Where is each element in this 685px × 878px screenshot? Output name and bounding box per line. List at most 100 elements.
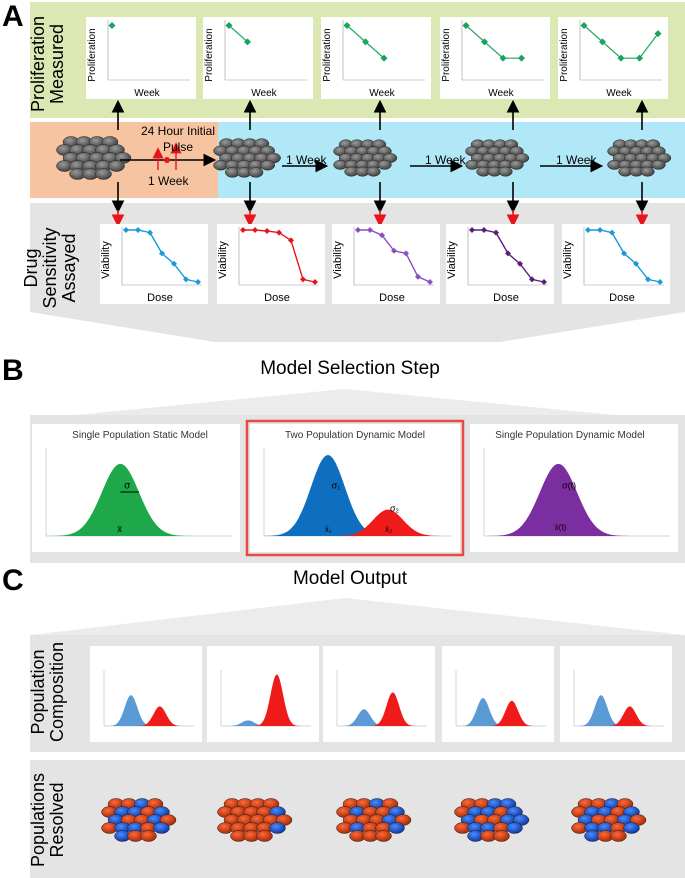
viability-point (300, 276, 306, 283)
density-curve (104, 695, 194, 726)
density-curve (484, 463, 670, 536)
cell-cluster-2 (213, 138, 281, 178)
composition-chart-3 (323, 646, 435, 742)
density-curve (104, 706, 194, 726)
composition-chart-4 (442, 646, 554, 742)
proliferation-point (225, 21, 233, 29)
proliferation-chart-4 (440, 17, 550, 99)
viability-point (159, 250, 165, 257)
density-curve (221, 674, 311, 726)
composition-chart-5 (560, 646, 672, 742)
cell-cluster-5 (607, 139, 672, 177)
viability-chart-2 (217, 224, 325, 304)
cell (269, 822, 286, 834)
viability-ylabel: Viability (562, 241, 574, 279)
cell (388, 822, 405, 834)
proliferation-point (481, 38, 488, 46)
cell (95, 168, 112, 180)
viability-point (367, 227, 373, 233)
cell (498, 166, 513, 177)
cell (108, 160, 125, 172)
cell (506, 822, 523, 834)
density-curve (264, 509, 452, 536)
density-curve (46, 463, 232, 536)
cell (256, 830, 273, 842)
viability-point (633, 260, 639, 267)
viability-point (379, 232, 385, 239)
viability-ylabel: Viability (446, 241, 458, 279)
resolved-cluster-1 (101, 798, 177, 842)
viability-point (195, 279, 201, 285)
proliferation-point (362, 38, 369, 46)
pulse-label: 24 Hour Initial Pulse (140, 124, 216, 154)
proliferation-point (343, 21, 351, 29)
cell (509, 159, 524, 170)
viability-point (621, 250, 627, 257)
week-label-3: 1 Week (556, 153, 597, 167)
week-label-1: 1 Week (286, 153, 327, 167)
viability-ylabel: Viability (332, 241, 344, 279)
viability-point (529, 276, 535, 283)
week-label-2: 1 Week (425, 153, 466, 167)
cell (377, 159, 392, 170)
viability-point (403, 250, 409, 257)
density-curve (574, 695, 664, 726)
proliferation-point (636, 54, 643, 62)
model-selection-funnel (75, 389, 615, 415)
viability-xlabel: Dose (264, 292, 290, 304)
resolved-cluster-4 (454, 798, 530, 842)
proliferation-point (380, 54, 388, 62)
resolved-cluster-3 (336, 798, 412, 842)
cell (153, 822, 170, 834)
proliferation-line (228, 25, 248, 43)
viability-point (609, 229, 615, 236)
cell (140, 830, 157, 842)
viability-point (585, 227, 591, 233)
cell (493, 830, 510, 842)
model-output-title: Model Output (292, 568, 408, 589)
first-week-label: 1 Week (148, 174, 189, 188)
proliferation-ylabel: Proliferation (204, 28, 215, 81)
viability-xlabel: Dose (379, 292, 405, 304)
viability-point (427, 279, 433, 285)
viability-point (415, 273, 421, 280)
proliferation-chart-1 (86, 17, 196, 99)
mu-label: x̄ (117, 524, 122, 534)
model-selection-title: Model Selection Step (260, 358, 440, 379)
viability-xlabel: Dose (147, 292, 173, 304)
pulse-dot (164, 157, 170, 163)
viability-ylabel: Viability (100, 241, 112, 279)
viability-chart-5 (562, 224, 670, 304)
viability-xlabel: Dose (609, 292, 635, 304)
cell (623, 822, 640, 834)
proliferation-chart-3 (321, 17, 431, 99)
sigma1-label: σ₁ (332, 480, 341, 490)
proliferation-point (599, 38, 606, 46)
cell (610, 830, 627, 842)
proliferation-ylabel: Proliferation (559, 28, 570, 81)
viability-point (481, 227, 487, 233)
viability-point (597, 227, 603, 233)
proliferation-ylabel: Proliferation (87, 28, 98, 81)
proliferation-point (108, 21, 116, 29)
viability-point (541, 279, 547, 285)
panel-c-letter: C (2, 564, 24, 597)
proliferation-xlabel: Week (369, 88, 395, 99)
drug-sensitivity-label: Drug Sensitivity Assayed (21, 227, 79, 309)
cell (248, 167, 264, 178)
proliferation-measured-label: Proliferation Measured (28, 15, 67, 113)
viability-point (355, 227, 361, 233)
density-curve (337, 709, 427, 726)
density-curve (337, 692, 427, 726)
sigma-t-label: σ(t) (562, 480, 576, 490)
proliferation-xlabel: Week (134, 88, 160, 99)
viability-point (135, 227, 141, 233)
model-title-static: Single Population Static Model (72, 430, 208, 441)
cell (651, 159, 666, 170)
populations-resolved-label: Populations Resolved (28, 772, 67, 868)
proliferation-point (462, 21, 470, 29)
proliferation-xlabel: Week (606, 88, 632, 99)
density-curve (456, 700, 546, 726)
viability-xlabel: Dose (493, 292, 519, 304)
density-curve (264, 455, 452, 536)
